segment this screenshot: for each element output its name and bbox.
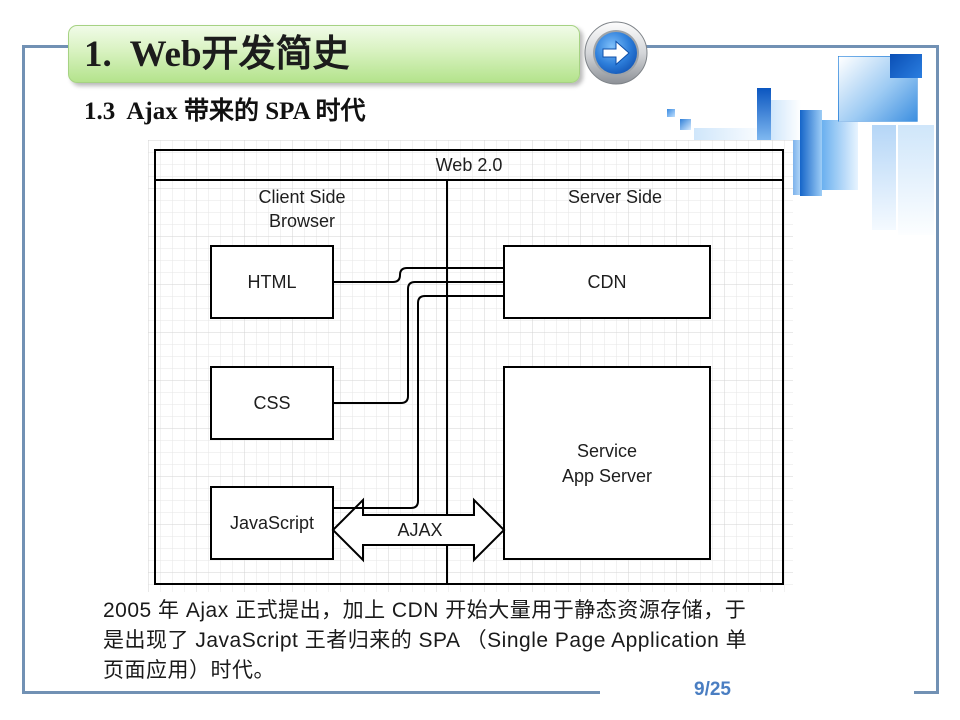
next-slide-button[interactable] [581, 18, 651, 88]
decorative-cube [757, 88, 771, 140]
cdn-node-label: CDN [588, 272, 627, 292]
decorative-cube [694, 128, 760, 140]
decorative-cube [890, 54, 922, 78]
decorative-cube [800, 110, 822, 196]
arrow-right-icon [602, 40, 630, 66]
javascript-node-label: JavaScript [230, 513, 314, 533]
connector-css-cdn [333, 281, 504, 404]
decorative-cube [680, 119, 691, 130]
frame-bottom-left-line [22, 691, 600, 694]
css-node-label: CSS [253, 393, 290, 413]
frame-top-right-line [646, 45, 939, 48]
server-side-label: Server Side [568, 187, 662, 207]
javascript-node-box [210, 486, 334, 560]
app-server-label-service: Service [577, 441, 637, 461]
css-node-box [210, 366, 334, 440]
page-indicator: 9/25 [694, 679, 731, 700]
diagram-header: Web 2.0 [436, 155, 503, 175]
body-line: 2005 年 Ajax 正式提出，加上 CDN 开始大量用于静态资源存储，于 [103, 599, 747, 622]
frame-bottom-right-line [914, 691, 939, 694]
slide-title: 1. Web开发简史 [84, 33, 350, 75]
slide-subtitle: 1.3 Ajax 带来的 SPA 时代 [84, 98, 366, 125]
client-side-label: Client Side [258, 187, 345, 207]
app-server-node-box [503, 366, 711, 560]
frame-left-line [22, 45, 25, 694]
app-server-label-app-server: App Server [562, 466, 652, 486]
decorative-cube [898, 125, 934, 235]
cdn-node-box [503, 245, 711, 319]
decorative-cube [872, 125, 896, 230]
decorative-cube [822, 120, 858, 190]
decorative-cube [771, 100, 801, 140]
body-line: 是出现了 JavaScript 王者归来的 SPA （Single Page A… [103, 629, 748, 652]
ajax-double-arrow [331, 497, 506, 563]
title-box: 1. Web开发简史 [68, 25, 580, 83]
connector-javascript-cdn [333, 295, 504, 509]
diagram-outer-frame [154, 149, 784, 585]
html-node-label: HTML [248, 272, 297, 292]
client-browser-label: Browser [269, 211, 335, 231]
body-paragraph: 2005 年 Ajax 正式提出，加上 CDN 开始大量用于静态资源存储，于 是… [103, 596, 747, 686]
connector-html-cdn [333, 267, 504, 283]
body-line: 页面应用）时代。 [103, 659, 275, 682]
frame-top-left-line [22, 45, 70, 48]
decorative-cube [667, 109, 675, 117]
web2-architecture-diagram: Web 2.0 Client Side Browser Server Side … [148, 140, 793, 592]
ajax-arrow-label: AJAX [397, 520, 442, 540]
frame-right-line [936, 45, 939, 694]
